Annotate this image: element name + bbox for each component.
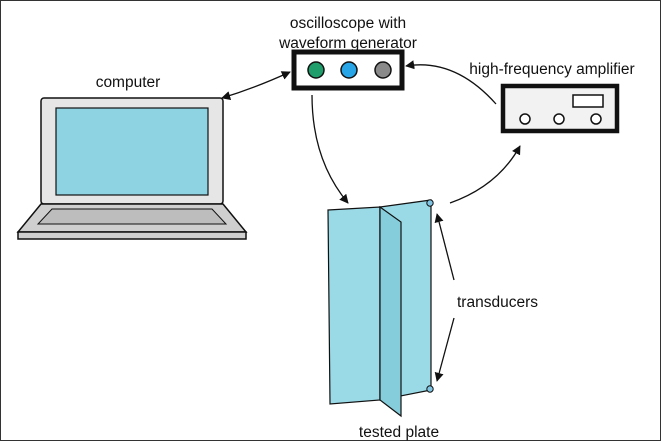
amplifier-to-oscilloscope-arrow (405, 60, 497, 105)
amplifier-label: high-frequency amplifier (469, 61, 634, 78)
oscilloscope-label-line2: waveform generator (278, 35, 417, 52)
transducer-bottom-pointer-arrow (434, 317, 455, 382)
oscilloscope-device: oscilloscope with waveform generator (278, 15, 417, 91)
gray-indicator-icon (374, 61, 392, 79)
computer-laptop: computer (16, 74, 248, 240)
oscilloscope-to-plate-arrow (311, 94, 349, 204)
laptop-front-edge (17, 231, 247, 240)
transducer-bottom-icon (426, 385, 434, 393)
amplifier-knob-icon (553, 113, 565, 125)
computer-label: computer (96, 74, 161, 91)
oscilloscope-label-line1: oscilloscope with (290, 15, 406, 32)
computer-oscilloscope-arrow (221, 71, 291, 100)
amplifier-device: high-frequency amplifier (469, 61, 635, 134)
laptop-keyboard-icon (36, 208, 228, 225)
green-indicator-icon (307, 61, 325, 79)
tested-plate-label: tested plate (359, 424, 439, 441)
amplifier-knob-icon (519, 113, 531, 125)
plate-left-panel (327, 206, 381, 405)
amplifier-knob-icon (590, 113, 602, 125)
transducer-top-pointer-arrow (434, 213, 455, 281)
blue-indicator-icon (340, 61, 358, 79)
amplifier-display-icon (572, 94, 604, 108)
plate-fold-panel (379, 205, 402, 418)
laptop-screen-icon (55, 107, 209, 196)
transducers-label: transducers (457, 294, 538, 311)
tested-plate: tested plate (327, 199, 439, 441)
plate-to-amplifier-arrow (449, 145, 521, 204)
transducer-top-icon (426, 199, 434, 207)
